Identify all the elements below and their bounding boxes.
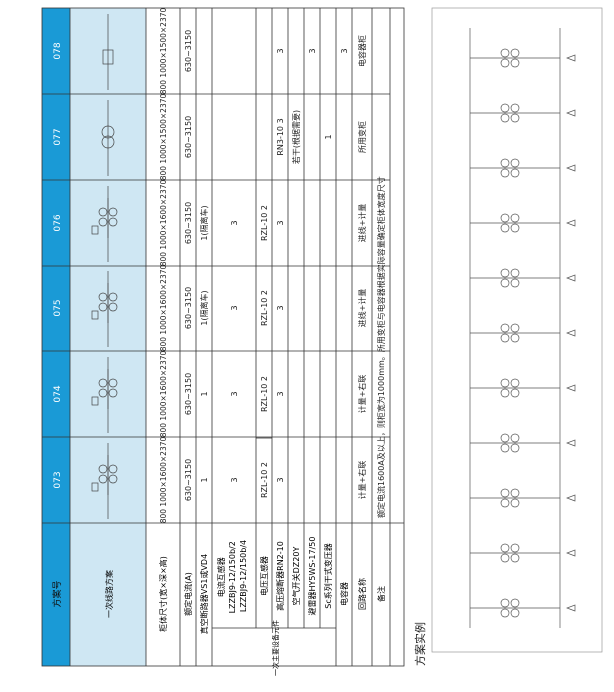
cell-breaker: 1(隔离车) bbox=[199, 205, 209, 240]
cell-current: 630~3150 bbox=[184, 30, 193, 72]
cell-vt: RZL-10 2 bbox=[260, 462, 269, 498]
scheme-diagram-078 bbox=[102, 14, 114, 90]
scheme-table bbox=[41, 7, 405, 667]
row-header-breaker: 真空断路器VS1或VD4 bbox=[199, 554, 209, 634]
column-code: 074 bbox=[53, 385, 63, 402]
cell-ct: 3 bbox=[230, 220, 239, 225]
header-label: 方案号 bbox=[51, 580, 63, 607]
cell-air-switch: 若干(根据需要) bbox=[291, 110, 301, 164]
row-header-fuse: 高压熔断器RN2-10 bbox=[275, 541, 285, 611]
scheme-diagram-074 bbox=[91, 357, 118, 433]
cell-fuse: 3 bbox=[276, 391, 285, 396]
scheme-diagram-073 bbox=[91, 443, 118, 519]
cell-loop: 进线+计量 bbox=[357, 204, 367, 243]
cell-breaker: 1 bbox=[200, 477, 209, 482]
cell-size: 800 1000×1600×2370 bbox=[159, 437, 168, 524]
remark-text: 额定电流1600A及以上，则柜宽为1000mm。所用变柜与电容器根据实际容量确定… bbox=[376, 176, 386, 518]
cell-size: 800 1000×1600×2370 bbox=[159, 351, 168, 438]
cell-ct: 3 bbox=[230, 477, 239, 482]
cell-loop: 计量+右联 bbox=[357, 461, 367, 500]
cell-current: 630~3150 bbox=[184, 459, 193, 501]
cell-size: 800 1000×1600×2370 bbox=[159, 180, 168, 267]
cell-transformer: 1 bbox=[324, 134, 333, 139]
example-schematic bbox=[431, 7, 603, 653]
cell-size: 800 1000×1500×2370 bbox=[159, 94, 168, 181]
cell-size: 800 1000×1500×2370 bbox=[159, 8, 168, 95]
cell-vt: RZL-10 2 bbox=[260, 376, 269, 412]
row-header-ct: 电流互感器 LZZBJ9-12/150b/2 LZZBJ9-12/150b/4 bbox=[216, 539, 248, 614]
cell-capacitor: 3 bbox=[340, 48, 349, 53]
cell-current: 630~3150 bbox=[184, 116, 193, 158]
column-code: 075 bbox=[53, 299, 63, 316]
cell-vt: RZL-10 2 bbox=[260, 205, 269, 241]
row-header-loop: 回路名称 bbox=[357, 578, 367, 610]
row-header-remark: 备注 bbox=[376, 586, 386, 602]
column-code: 077 bbox=[53, 128, 63, 145]
scheme-diagram-077 bbox=[101, 100, 115, 176]
row-header-size: 柜体尺寸(宽×深×高) bbox=[158, 556, 168, 632]
column-code: 078 bbox=[53, 42, 63, 59]
cell-breaker: 1(隔离车) bbox=[199, 290, 209, 325]
cell-loop: 电容器柜 bbox=[357, 35, 367, 67]
column-code: 076 bbox=[53, 214, 63, 231]
cell-fuse: 3 bbox=[276, 220, 285, 225]
cell-fuse: 3 bbox=[276, 48, 285, 53]
cell-ct: 3 bbox=[230, 391, 239, 396]
row-header-scheme: 一次线路方案 bbox=[104, 570, 114, 618]
cell-breaker: 1 bbox=[200, 391, 209, 396]
row-header-capacitor: 电容器 bbox=[339, 582, 349, 606]
row-header-group: 一次主要设备元件 bbox=[271, 620, 280, 676]
cell-loop: 进线+计量 bbox=[357, 289, 367, 328]
cell-current: 630~3150 bbox=[184, 373, 193, 415]
cell-fuse: 3 bbox=[276, 305, 285, 310]
row-header-air-switch: 空气开关DZ20Y bbox=[291, 547, 301, 606]
example-title: 方案实例 bbox=[413, 622, 427, 666]
column-code: 073 bbox=[53, 471, 63, 488]
cell-vt: RZL-10 2 bbox=[260, 290, 269, 326]
row-header-current: 额定电流(A) bbox=[183, 572, 193, 616]
cell-current: 630~3150 bbox=[184, 287, 193, 329]
scheme-diagram-076 bbox=[91, 186, 118, 262]
cell-fuse: 3 bbox=[276, 477, 285, 482]
row-header-arrester: 避雷器HY5WS-17/50 bbox=[307, 537, 317, 616]
cell-loop: 计量+右联 bbox=[357, 375, 367, 414]
row-header-vt: 电压互感器 bbox=[259, 556, 269, 596]
row-header-transformer: Sc系列干式变压器 bbox=[323, 543, 333, 608]
cell-loop: 所用变柜 bbox=[357, 121, 367, 153]
cell-current: 630~3150 bbox=[184, 202, 193, 244]
cell-fuse: RN3-10 3 bbox=[276, 118, 285, 155]
scheme-diagrams bbox=[91, 14, 118, 519]
cell-size: 800 1000×1600×2370 bbox=[159, 265, 168, 352]
scheme-diagram-075 bbox=[91, 271, 118, 347]
cell-ct: 3 bbox=[230, 305, 239, 310]
cell-arrester: 3 bbox=[308, 48, 317, 53]
column-codes: 073 074 075 076 077 078 bbox=[53, 42, 63, 488]
